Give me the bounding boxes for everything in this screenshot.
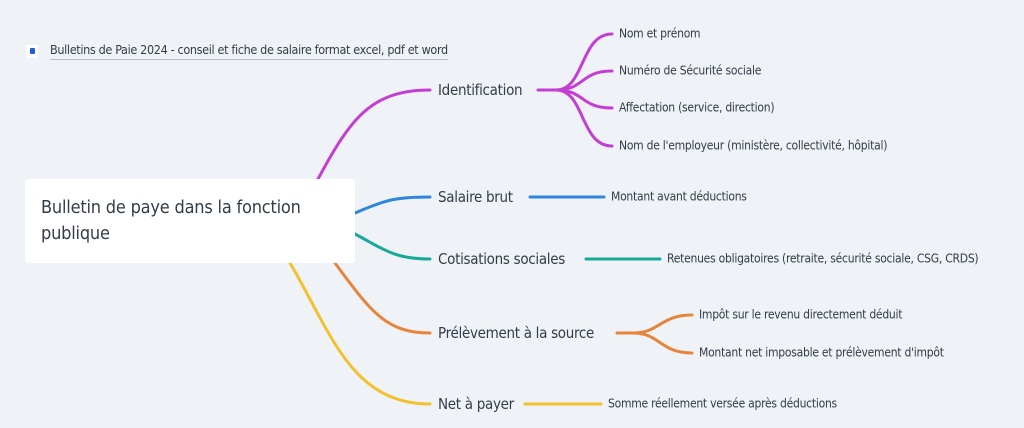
connector-cotisations [353, 232, 432, 261]
root-node[interactable]: Bulletin de paye dans la fonction publiq… [25, 179, 355, 263]
connector-net-a-payer [288, 261, 432, 406]
leaf-node[interactable]: Impôt sur le revenu directement déduit [699, 307, 903, 322]
connector-prelevement-leaf-1 [631, 313, 694, 335]
connector-prelevement [333, 261, 432, 335]
leaf-node[interactable]: Retenues obligatoires (retraite, sécurit… [667, 251, 979, 266]
connector-identification-leaf-1 [554, 32, 614, 92]
source-link[interactable]: Bulletins de Paie 2024 - conseil et fich… [26, 42, 448, 60]
connector-identification-leaf-4 [554, 88, 614, 148]
leaf-node[interactable]: Nom de l'employeur (ministère, collectiv… [619, 138, 888, 153]
leaf-node[interactable]: Numéro de Sécurité sociale [619, 63, 762, 78]
connector-prelevement-leaf-2 [631, 331, 694, 355]
branch-node-prelevement[interactable]: Prélèvement à la source [438, 324, 595, 342]
branch-node-net-a-payer[interactable]: Net à payer [438, 395, 514, 413]
branch-node-salaire-brut[interactable]: Salaire brut [438, 188, 513, 206]
document-icon [26, 44, 38, 58]
leaf-node[interactable]: Nom et prénom [619, 26, 701, 41]
leaf-node[interactable]: Affectation (service, direction) [619, 100, 775, 115]
connector-identification [316, 88, 432, 181]
connector-salaire-brut [353, 195, 432, 215]
branch-node-identification[interactable]: Identification [438, 81, 523, 99]
leaf-node[interactable]: Montant avant déductions [611, 189, 747, 204]
source-link-text[interactable]: Bulletins de Paie 2024 - conseil et fich… [50, 42, 448, 60]
leaf-node[interactable]: Montant net imposable et prélèvement d'i… [699, 345, 944, 360]
leaf-node[interactable]: Somme réellement versée après déductions [608, 396, 837, 411]
branch-node-cotisations-sociales[interactable]: Cotisations sociales [438, 250, 565, 268]
